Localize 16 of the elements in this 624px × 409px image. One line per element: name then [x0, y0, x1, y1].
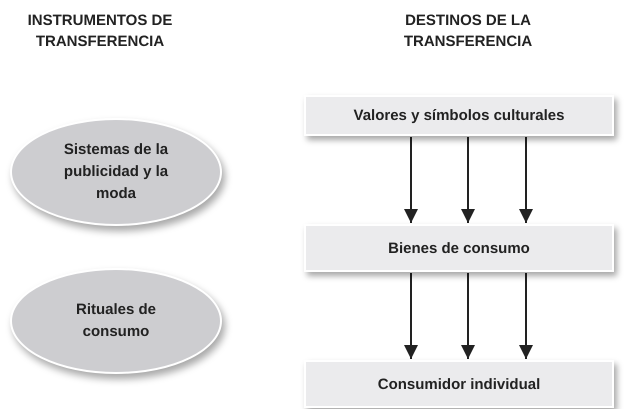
- column-heading: DESTINOS DE LA TRANSFERENCIA: [402, 11, 534, 52]
- node-text: Rituales de consumo: [74, 300, 158, 342]
- arrow: [519, 137, 533, 223]
- arrow: [404, 137, 418, 223]
- node-text: Consumidor individual: [378, 376, 540, 392]
- process-box: [304, 224, 614, 272]
- node-text: Sistemas de la publicidad y la moda: [62, 140, 170, 204]
- arrow: [519, 273, 533, 359]
- arrow: [461, 137, 475, 223]
- process-box: [304, 95, 614, 136]
- column-heading: INSTRUMENTOS DE TRANSFERENCIA: [26, 11, 174, 52]
- arrow: [461, 273, 475, 359]
- arrow: [404, 273, 418, 359]
- node-text: Bienes de consumo: [388, 240, 530, 256]
- process-box: [304, 360, 614, 408]
- node-text: Valores y símbolos culturales: [354, 107, 564, 124]
